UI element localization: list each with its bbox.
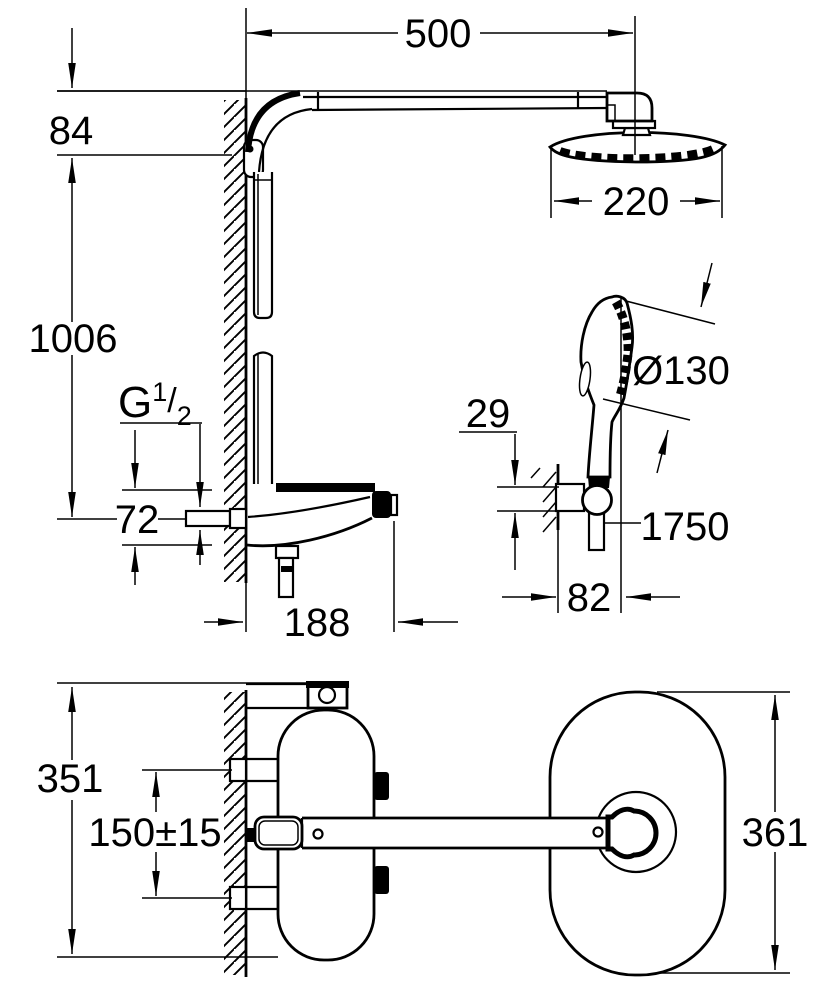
riser-lower-segment	[252, 351, 274, 484]
dim-1006-label: 1006	[29, 317, 118, 361]
thermostat-body	[184, 483, 399, 599]
hand-shower-nozzles	[612, 299, 633, 398]
dim-150-label: 150±15	[88, 811, 221, 855]
arm-wall-union-inner	[258, 820, 299, 846]
knob-cap	[389, 493, 399, 517]
spray-selector	[578, 361, 592, 397]
dim-82-label: 82	[567, 576, 612, 620]
dim-thread-label: G1/2	[118, 377, 192, 431]
rail-clamp-band	[306, 681, 349, 688]
arm-bottom-edge	[311, 106, 608, 112]
riser-upper-segment	[252, 172, 274, 320]
side-view-dimensions: 500 84 1006 220 G1/2	[29, 12, 730, 645]
dim-500-label: 500	[405, 12, 472, 56]
supply-union-upper	[228, 757, 248, 783]
wall-section	[224, 8, 248, 632]
shower-arm	[57, 90, 608, 179]
arm-bend-inner	[257, 107, 313, 173]
shower-holder-bracket	[554, 482, 586, 513]
bracket-wall-hatch	[530, 467, 557, 533]
dim-351-label: 351	[37, 757, 104, 801]
dim-o130-label: Ø130	[632, 349, 730, 393]
dim-1750-label: 1750	[641, 505, 730, 549]
holder-ball	[581, 484, 613, 516]
union-wall-stub	[247, 828, 255, 842]
arm-screw-right	[592, 826, 604, 838]
dim-84-label: 84	[49, 109, 94, 153]
body-bottom-contour	[246, 516, 373, 548]
supply-nipple	[184, 509, 232, 528]
top-view: 351 150±15 361	[37, 681, 809, 977]
hand-shower	[530, 294, 635, 613]
top-view-dimensions: 351 150±15 361	[37, 682, 809, 974]
wall-hatch	[224, 100, 246, 582]
hose-connection-stub	[587, 511, 606, 552]
supply-connections	[228, 757, 278, 911]
arm-plan	[247, 806, 659, 860]
arm-bend-outer	[245, 90, 301, 153]
wall-hatch-top	[224, 692, 246, 975]
body-inner-contour	[247, 495, 371, 519]
riser-pipe	[252, 172, 274, 484]
knob-lower	[374, 866, 389, 894]
arm-head-keyhole	[605, 806, 659, 860]
side-view: 500 84 1006 220 G1/2	[29, 8, 730, 645]
hose-nut	[274, 544, 300, 560]
glide-shelf	[276, 483, 375, 492]
arm-screw-left	[312, 828, 324, 840]
dim-29-label: 29	[466, 392, 511, 436]
arm-head-connector	[605, 91, 654, 123]
overhead-shower-head	[547, 16, 728, 164]
hose-outlet-band	[281, 566, 292, 572]
dim-361-label: 361	[742, 811, 809, 855]
top-bracket	[246, 681, 349, 710]
clamp-screw	[317, 685, 337, 705]
supply-union-lower	[228, 885, 248, 911]
dim-220-label: 220	[603, 180, 670, 224]
dim-72-label: 72	[115, 498, 160, 542]
dim-188-label: 188	[284, 601, 351, 645]
knob-upper	[374, 772, 389, 800]
wall-section-top	[224, 690, 248, 977]
hose-outlet	[277, 556, 295, 599]
supply-nipple-head	[228, 507, 248, 530]
hand-shower-body	[579, 294, 635, 479]
control-knob	[372, 491, 391, 518]
